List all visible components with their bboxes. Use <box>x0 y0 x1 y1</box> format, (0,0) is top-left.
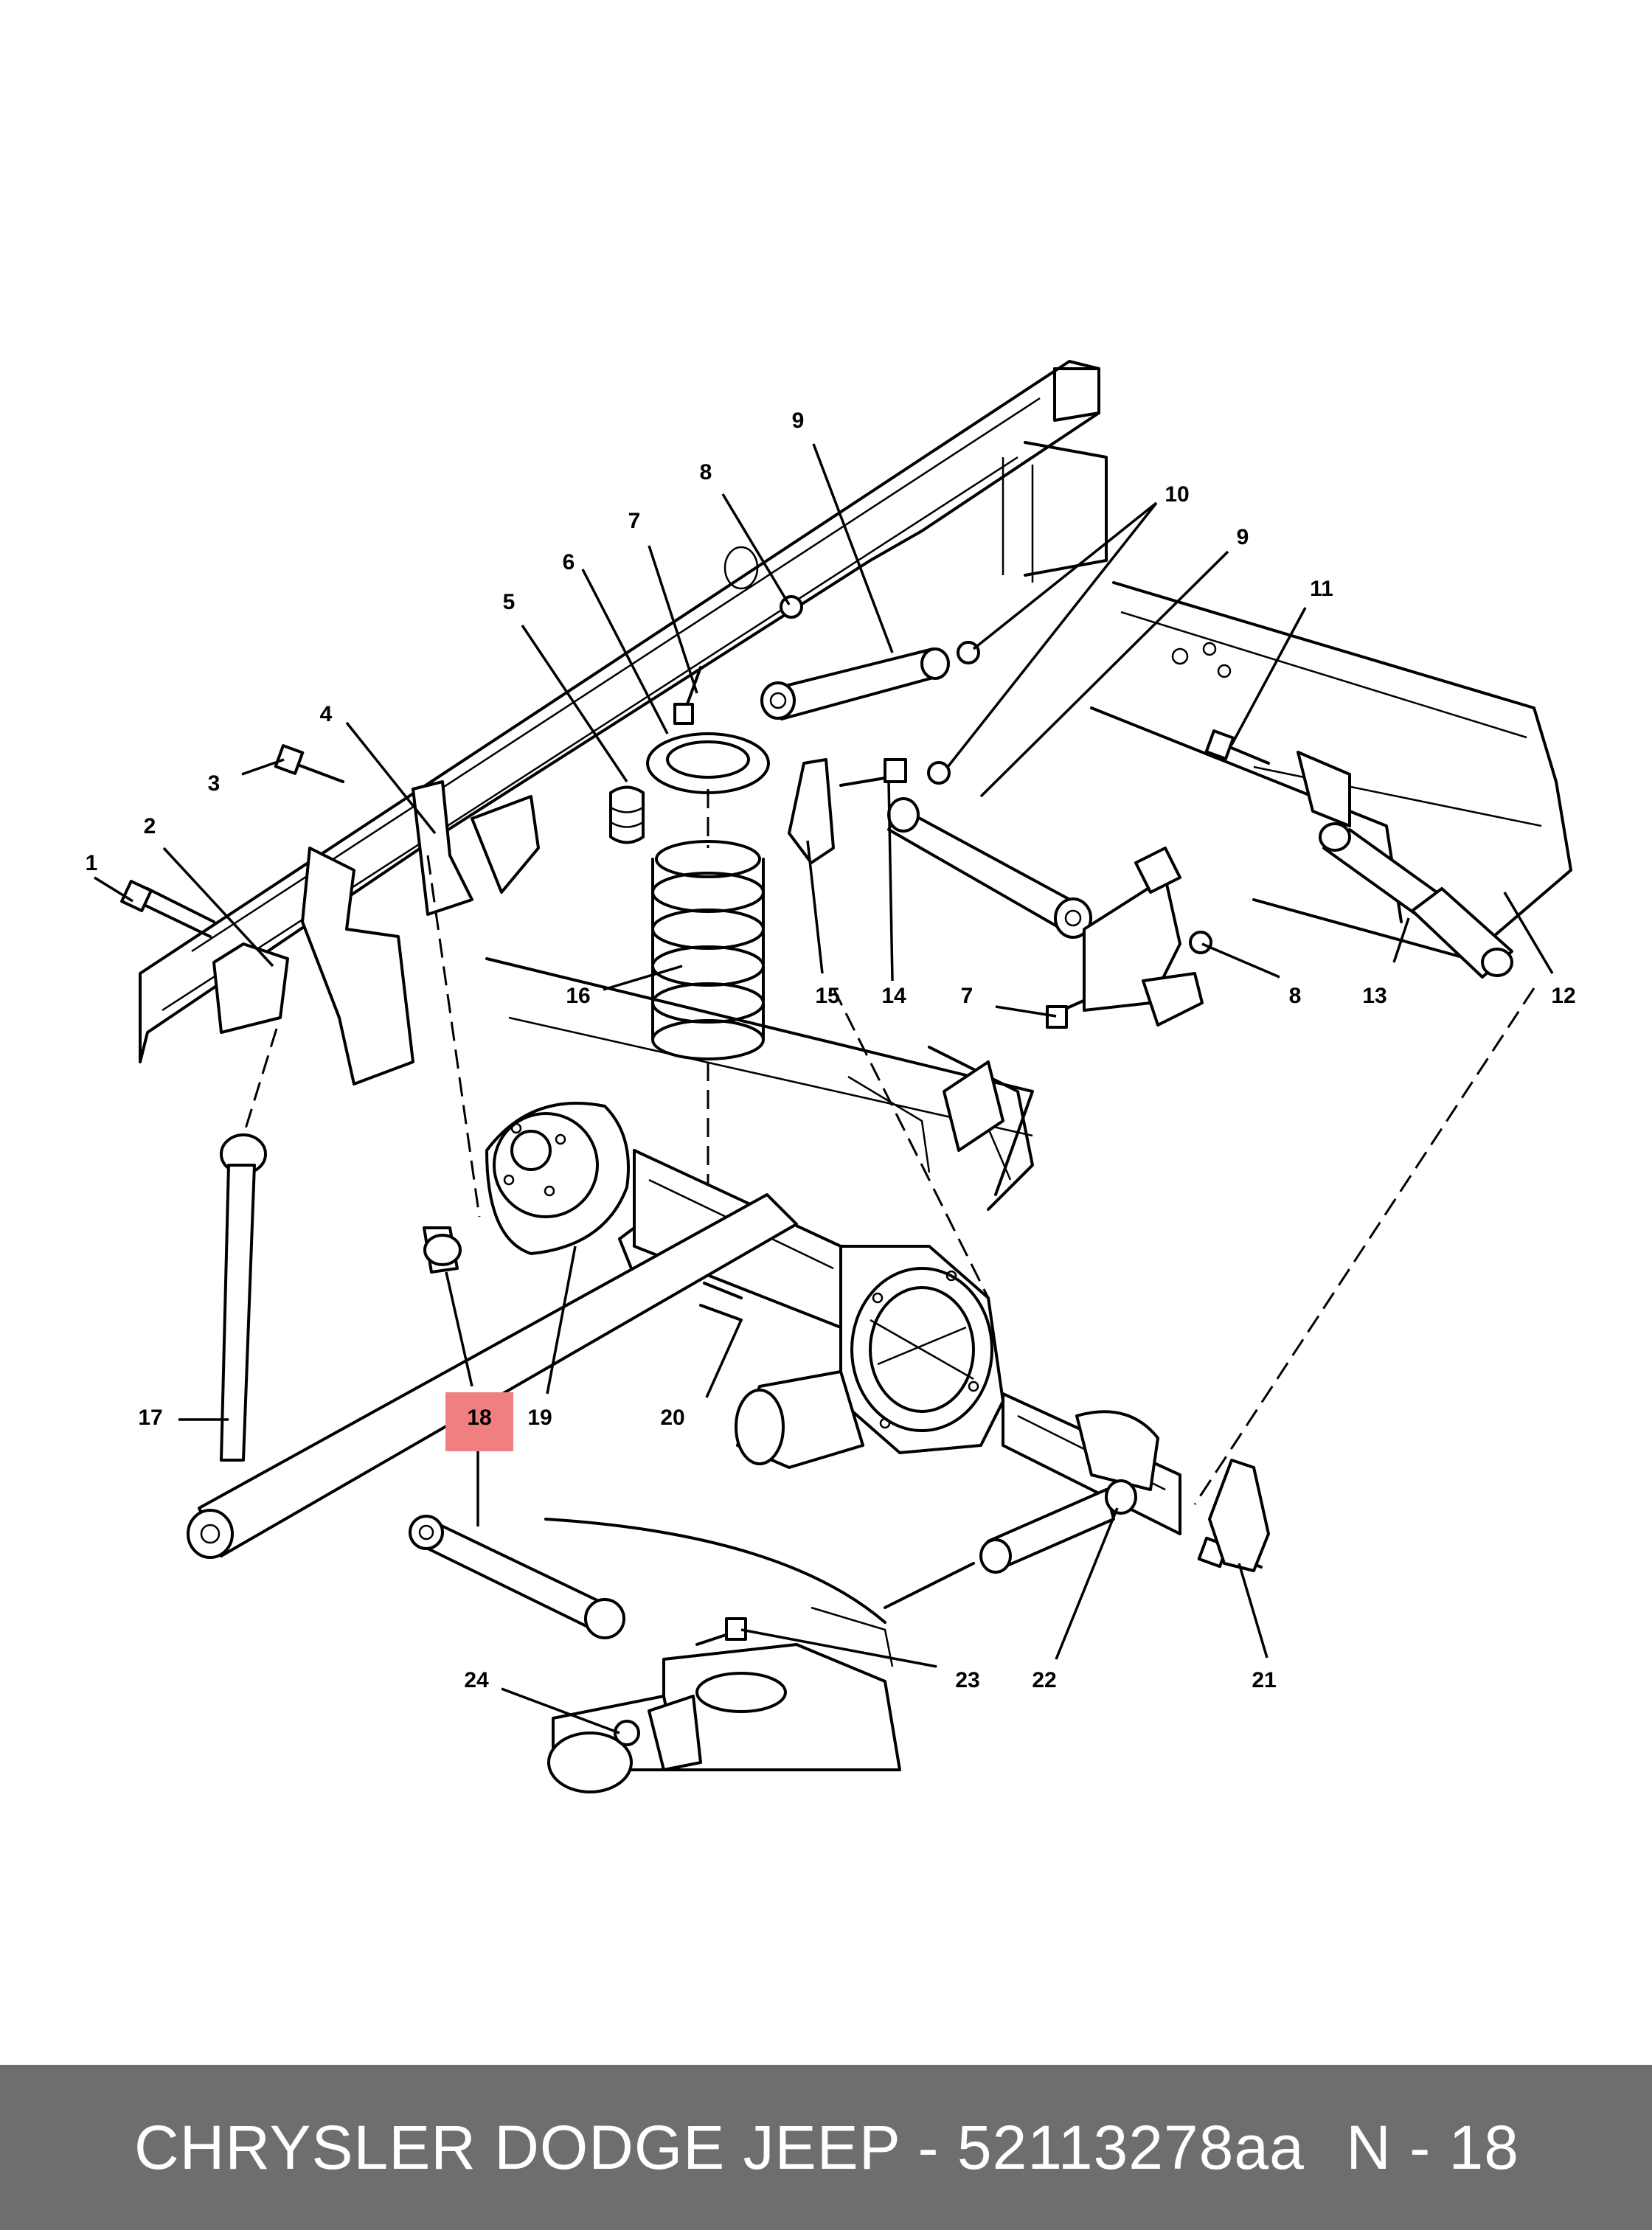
shock-mount-line <box>1193 987 1535 1505</box>
callout-23: 23 <box>955 1668 979 1692</box>
rear-suspension-parts-diagram: 1 2 3 4 5 6 7 8 9 10 9 11 12 13 8 7 14 1… <box>86 360 1576 1793</box>
callout-3: 3 <box>208 771 221 796</box>
callout-16: 16 <box>566 984 590 1008</box>
upper-control-arm-right <box>887 797 1092 939</box>
mount-line-b <box>426 855 481 1218</box>
mount-line-c <box>832 987 990 1299</box>
callout-9b: 9 <box>1237 525 1249 549</box>
callout-5: 5 <box>503 590 516 614</box>
frame-rails <box>139 360 1572 1211</box>
callout-17: 17 <box>138 1406 162 1430</box>
coil-spring <box>651 840 765 1060</box>
callout-7: 7 <box>628 509 641 533</box>
callout-7b: 7 <box>961 984 974 1008</box>
callout-labels: 1 2 3 4 5 6 7 8 9 10 9 11 12 13 8 7 14 1… <box>86 409 1576 1692</box>
callout-9: 9 <box>792 409 805 433</box>
inset-axle <box>547 1606 901 1793</box>
right-brake-plate <box>1075 1410 1159 1491</box>
callout-19: 19 <box>527 1406 552 1430</box>
callout-20: 20 <box>660 1406 684 1430</box>
track-bar <box>187 1133 798 1559</box>
upper-control-arm-left <box>760 647 950 720</box>
jounce-bumper <box>609 785 645 844</box>
callout-8: 8 <box>700 460 712 484</box>
footer-page-number: N - 18 <box>1346 2112 1519 2182</box>
footer-title: CHRYSLER DODGE JEEP - 52113278aa <box>134 2112 1305 2182</box>
callout-12: 12 <box>1551 984 1575 1008</box>
callout-21: 21 <box>1252 1668 1276 1692</box>
frame-brackets <box>212 751 1351 1572</box>
callout-6: 6 <box>563 550 575 574</box>
arm-sweep-curve <box>544 1518 886 1624</box>
shock-absorber <box>1319 822 1513 979</box>
callout-15: 15 <box>815 984 839 1008</box>
callout-18: 18 <box>467 1406 491 1430</box>
callout-8b: 8 <box>1289 984 1302 1008</box>
callout-10: 10 <box>1165 482 1189 507</box>
highlight-box <box>445 1392 513 1451</box>
callout-22: 22 <box>1032 1668 1056 1692</box>
arm-sweep-curve-2 <box>884 1562 975 1609</box>
callout-24: 24 <box>464 1668 489 1692</box>
lower-control-arm <box>409 1226 625 1639</box>
callout-1: 1 <box>86 851 98 875</box>
footer-bar: CHRYSLER DODGE JEEP - 52113278aa N - 18 <box>0 2065 1652 2230</box>
callout-4: 4 <box>320 702 333 726</box>
callout-2: 2 <box>144 814 156 838</box>
callout-14: 14 <box>881 984 906 1008</box>
mount-line-a <box>242 1028 278 1136</box>
brake-backing-plate <box>485 1102 630 1255</box>
leader-lines <box>94 443 1554 1734</box>
right-lower-arm <box>979 1479 1137 1574</box>
callout-11: 11 <box>1310 577 1333 601</box>
spring-isolator <box>646 732 770 794</box>
callout-13: 13 <box>1362 984 1386 1008</box>
